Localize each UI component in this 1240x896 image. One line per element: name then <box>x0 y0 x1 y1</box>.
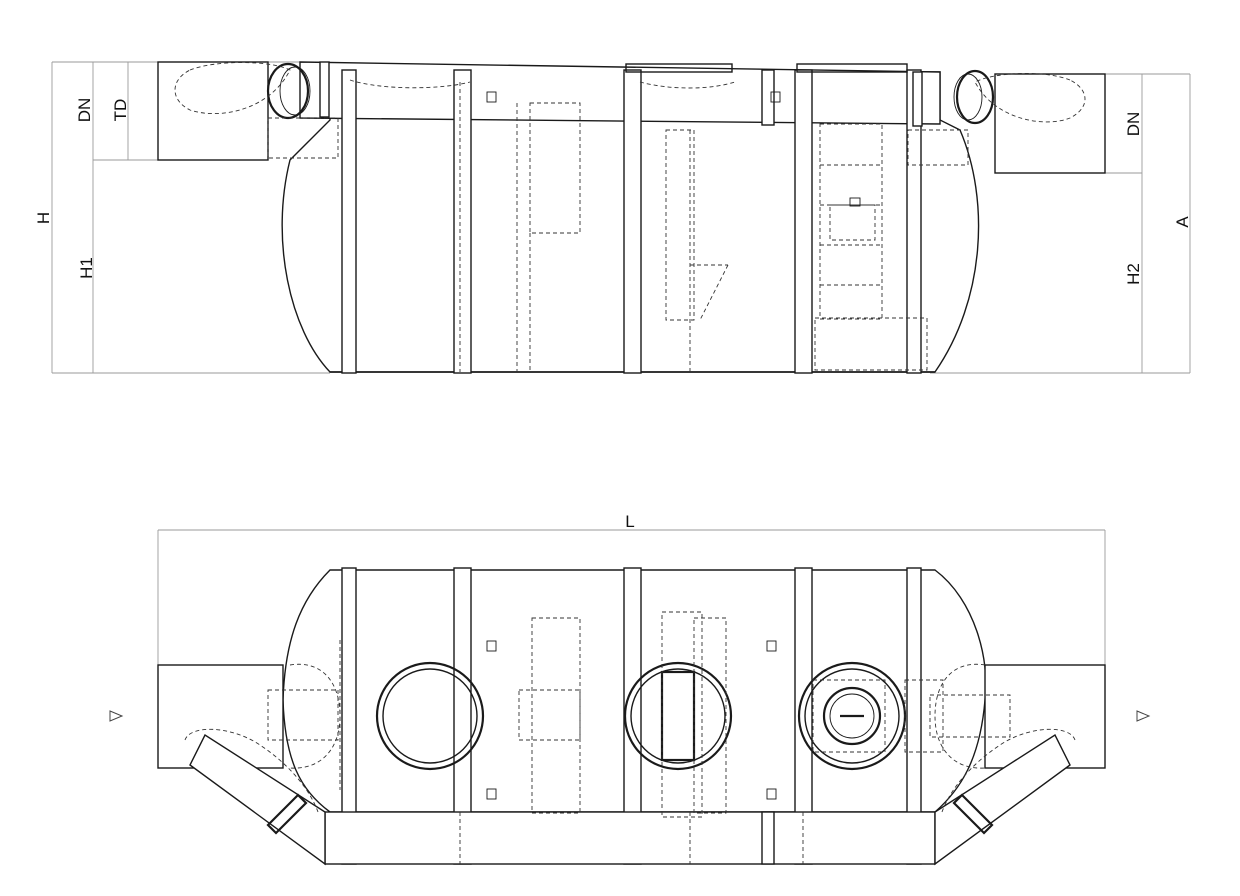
side-coupling-left <box>319 61 330 118</box>
side-inlet-pipe <box>157 61 269 161</box>
side-ring-bands <box>341 69 922 374</box>
flow-arrow-out <box>1136 710 1151 722</box>
label-H1: H1 <box>77 257 96 279</box>
label-A: A <box>1173 216 1192 228</box>
side-elbow-right <box>953 69 1086 125</box>
plan-front-pipe <box>324 811 936 865</box>
label-H2: H2 <box>1124 263 1143 285</box>
plan-view <box>109 529 1151 866</box>
side-elevation-view <box>51 61 1191 374</box>
plan-manhole-right <box>797 661 907 771</box>
plan-hidden-internals <box>267 611 1011 864</box>
side-coupling-center <box>761 69 775 126</box>
plan-angled-pipe-left <box>184 728 326 866</box>
plan-angled-pipe-right <box>934 728 1076 866</box>
side-coupling-right <box>912 71 923 127</box>
label-DN-left: DN <box>75 98 94 123</box>
plan-manhole-left <box>375 661 485 771</box>
flow-arrow-in <box>109 710 124 722</box>
label-DN-right: DN <box>1124 112 1143 137</box>
side-elbow-left <box>174 62 311 120</box>
label-H: H <box>34 212 53 224</box>
side-hidden-internals <box>267 79 969 372</box>
label-L: L <box>625 512 634 531</box>
side-outlet-pipe <box>994 73 1106 174</box>
label-TD: TD <box>111 99 130 122</box>
side-dimension-lines <box>51 61 1191 374</box>
side-manhole-cap-right <box>796 63 908 73</box>
side-manhole-cap-center <box>625 63 733 73</box>
